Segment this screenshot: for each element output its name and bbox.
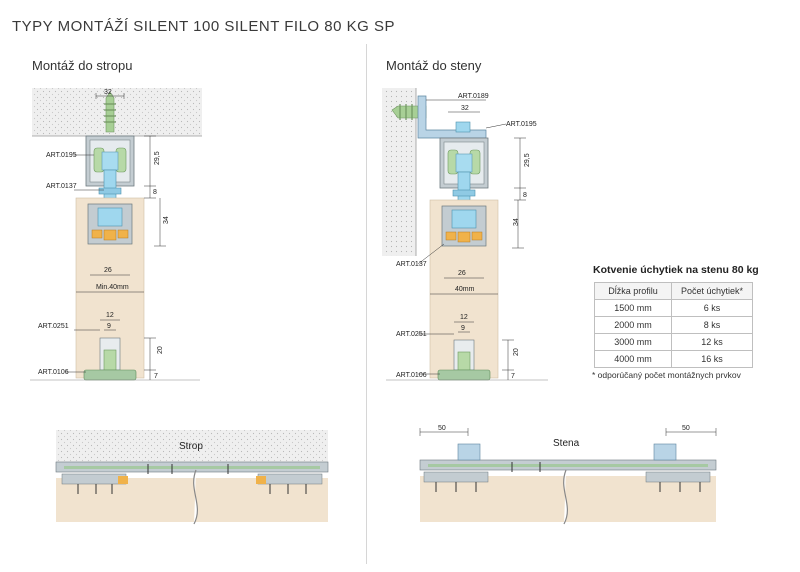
dim-wall-26: 26: [458, 270, 466, 277]
label-wall-art0251: ART.0251: [396, 331, 427, 338]
ceiling-carriage: [87, 203, 133, 245]
dim-wall-9: 9: [461, 325, 465, 332]
table-cell: 3000 mm: [594, 333, 672, 351]
wall-mount-diagram: ART.0189 32 ART.0195 29,5 8 34 ART.0137 …: [382, 88, 548, 381]
dim-ceiling-295: 29,5: [154, 151, 161, 165]
table-header-row: Dĺžka profilu Počet úchytiek*: [594, 282, 753, 300]
table-cell: 2000 mm: [594, 316, 672, 334]
page-title: TYPY MONTÁŽÍ SILENT 100 SILENT FILO 80 K…: [12, 18, 395, 35]
label-ceiling-art0195: ART.0195: [46, 152, 77, 159]
dim-ceiling-9: 9: [107, 323, 111, 330]
label-ceiling-art0251: ART.0251: [38, 323, 69, 330]
wall-long-view: 50 50: [419, 425, 717, 525]
wall-screw: [391, 104, 427, 120]
wall-view-caption: Stena: [553, 438, 580, 449]
section-divider: [366, 44, 367, 564]
label-wall-art0137: ART.0137: [396, 261, 427, 268]
table-cell: 8 ks: [671, 316, 753, 334]
dim-wall-40: 40mm: [455, 286, 475, 293]
table-cell: 12 ks: [671, 333, 753, 351]
ceiling-section-title: Montáž do stropu: [32, 58, 133, 73]
label-ceiling-art0137: ART.0137: [46, 183, 77, 190]
table-cell: 16 ks: [671, 350, 753, 368]
dim-wall-7: 7: [511, 373, 515, 380]
dim-wall-12: 12: [460, 314, 468, 321]
dim-wall-50-right: 50: [682, 425, 690, 432]
label-wall-art0189: ART.0189: [458, 93, 489, 100]
label-wall-art0195: ART.0195: [506, 121, 537, 128]
table-title: Kotvenie úchytiek na stenu 80 kg: [593, 264, 759, 276]
dim-ceiling-7: 7: [154, 373, 158, 380]
dim-ceiling-34: 34: [163, 216, 170, 224]
table-header-count: Počet úchytiek*: [671, 282, 753, 300]
dim-wall-8: 8: [523, 192, 527, 199]
dim-ceiling-min40: Min.40mm: [96, 284, 129, 291]
dim-ceiling-32: 32: [104, 89, 112, 96]
wall-bracket: [417, 95, 487, 139]
ceiling-mount-diagram: 32 29,5 8 34 26 Min.40mm 12 9 20 7 ART.0…: [30, 88, 202, 381]
ceiling-bolt: [103, 169, 117, 201]
ceiling-floor-guide: [83, 369, 137, 381]
wall-floor-guide: [437, 369, 491, 381]
label-ceiling-art0106: ART.0106: [38, 369, 69, 376]
dim-ceiling-26: 26: [104, 267, 112, 274]
wall-carriage: [441, 205, 487, 247]
ceiling-long-view: [55, 430, 329, 525]
ceiling-top-profile: [85, 135, 135, 187]
wall-bolt: [457, 171, 471, 203]
table-cell: 4000 mm: [594, 350, 672, 368]
table-header-length: Dĺžka profilu: [594, 282, 672, 300]
dim-wall-34: 34: [513, 218, 520, 226]
wall-section-title: Montáž do steny: [386, 58, 482, 73]
ceiling-screw: [104, 91, 116, 133]
table-cell: 6 ks: [671, 299, 753, 317]
dim-wall-50-left: 50: [438, 425, 446, 432]
ceiling-view-caption: Strop: [179, 441, 203, 452]
dim-wall-32: 32: [461, 105, 469, 112]
dim-wall-20: 20: [513, 348, 520, 356]
dim-ceiling-20: 20: [157, 346, 164, 354]
table-footnote: * odporúčaný počet montážnych prvkov: [592, 370, 741, 380]
label-wall-art0106: ART.0106: [396, 372, 427, 379]
dim-ceiling-12: 12: [106, 312, 114, 319]
table-cell: 1500 mm: [594, 299, 672, 317]
dim-wall-295: 29,5: [524, 153, 531, 167]
dim-ceiling-8: 8: [153, 189, 157, 196]
